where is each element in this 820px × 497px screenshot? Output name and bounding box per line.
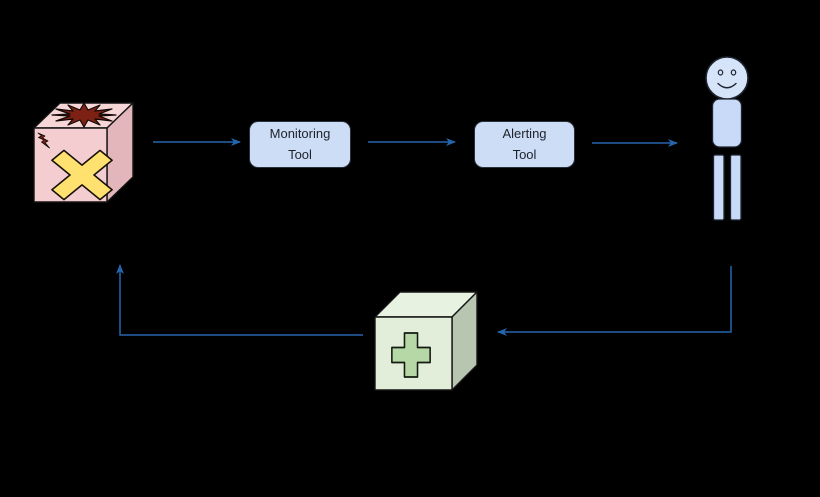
smile-icon — [717, 82, 737, 89]
connectors — [116, 138, 732, 336]
explosion-icon — [51, 102, 117, 128]
left-eye-icon — [717, 69, 724, 76]
connector-fix-cube-to-system — [116, 264, 363, 336]
alerting-tool-label-line1: Alerting — [502, 126, 547, 142]
broken-system-cube — [33, 102, 134, 203]
plus-icon — [391, 332, 431, 378]
connector-person-to-fix-cube — [497, 266, 732, 336]
person-right-leg — [729, 154, 742, 221]
monitoring-tool-node: Monitoring Tool — [249, 121, 351, 168]
x-mark-icon — [51, 149, 113, 201]
alerting-tool-label-line2: Tool — [512, 146, 537, 162]
fix-cube — [374, 291, 478, 391]
alerting-tool-node: Alerting Tool — [474, 121, 575, 168]
right-eye-icon — [730, 69, 737, 76]
person-left-leg — [712, 154, 725, 221]
person-torso — [711, 98, 743, 148]
monitoring-tool-label-line2: Tool — [288, 146, 312, 162]
person — [705, 56, 749, 221]
lightning-bolt-icon — [37, 132, 50, 149]
smiley-face-icon — [705, 56, 749, 100]
monitoring-tool-label-line1: Monitoring — [269, 126, 331, 142]
